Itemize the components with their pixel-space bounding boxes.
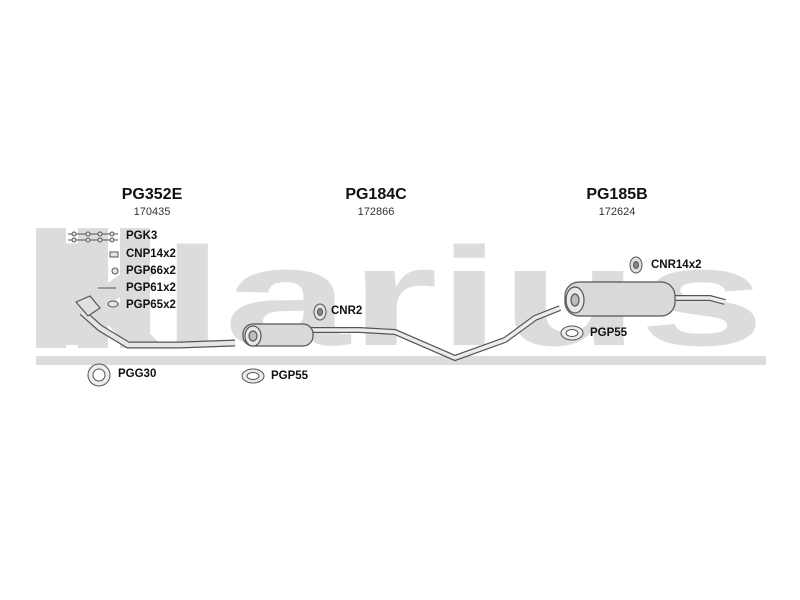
fitting-label: PGP61x2 — [126, 282, 176, 294]
spring-icon — [111, 267, 119, 275]
middle-silencer — [242, 323, 314, 347]
rear-silencer — [564, 281, 726, 317]
fitting-label: PGP55 — [271, 370, 309, 382]
intermediate-pipe — [300, 305, 562, 362]
fitting-label: PGP65x2 — [126, 299, 176, 311]
washer-icon — [107, 300, 119, 308]
fitting-label: PGP66x2 — [126, 265, 176, 277]
fitting-label: PGP55 — [590, 327, 628, 339]
bolt-kit-icon — [68, 231, 118, 243]
part-code: PG352E — [121, 186, 183, 203]
part-code: PG184C — [345, 186, 407, 203]
fitting-label: CNP14x2 — [126, 248, 176, 260]
front-pipe — [75, 295, 236, 349]
part-reference: 172624 — [598, 206, 636, 218]
fitting-label: PGG30 — [118, 368, 157, 380]
fitting-label: CNR14x2 — [651, 259, 702, 271]
fitting-label: PGK3 — [126, 230, 158, 242]
fitting-label: CNR2 — [331, 305, 363, 317]
part-reference: 170435 — [133, 206, 171, 218]
part-code: PG185B — [586, 186, 648, 203]
nut-icon — [109, 251, 119, 258]
part-reference: 172866 — [357, 206, 395, 218]
